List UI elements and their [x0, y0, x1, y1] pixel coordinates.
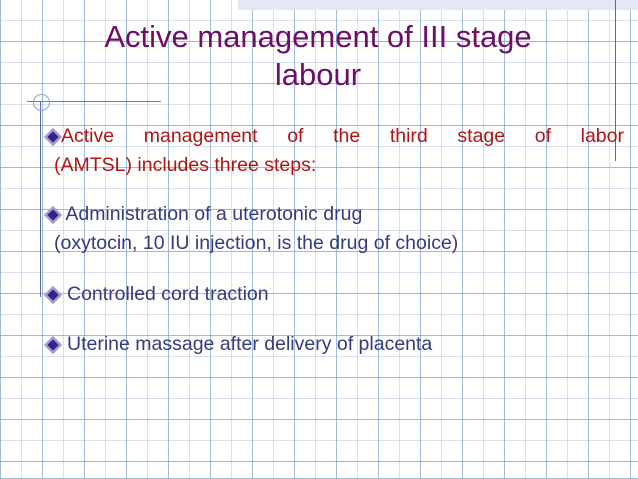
bullet-list: Active management of the third stage of … [46, 122, 624, 361]
bullet-1-line1: Active management of the third stage of … [61, 125, 624, 147]
title-accent-rule [27, 101, 161, 102]
right-accent-rule [615, 0, 616, 161]
bullet-4-text: Uterine massage after delivery of placen… [46, 330, 624, 359]
bullet-4-line1: Uterine massage after delivery of placen… [67, 333, 433, 355]
bullet-3-text: Controlled cord traction [46, 280, 624, 309]
bullet-3-line1: Controlled cord traction [67, 283, 269, 305]
list-item[interactable]: Uterine massage after delivery of placen… [46, 330, 624, 359]
list-item[interactable]: Active management of the third stage of … [46, 122, 624, 180]
diamond-bullet-icon [46, 130, 59, 143]
bullet-1-text: Active management of the third stage of … [46, 122, 624, 180]
list-item[interactable]: Administration of a uterotonic drug (oxy… [46, 200, 624, 258]
bullet-2-line2: (oxytocin, 10 IU injection, is the drug … [54, 232, 459, 254]
diamond-bullet-icon [46, 208, 59, 221]
circle-loop-icon [33, 94, 50, 111]
slide-title: Active management of III stage labour [104, 19, 532, 92]
diamond-bullet-icon [46, 288, 59, 301]
bullet-2-line1: Administration of a uterotonic drug [61, 203, 363, 225]
lavender-band [238, 0, 638, 10]
diamond-bullet-icon [46, 338, 59, 351]
bullet-2-text: Administration of a uterotonic drug (oxy… [46, 200, 624, 258]
left-accent-rule [40, 101, 41, 297]
list-item[interactable]: Controlled cord traction [46, 280, 624, 309]
bullet-1-line2: (AMTSL) includes three steps: [54, 154, 317, 176]
